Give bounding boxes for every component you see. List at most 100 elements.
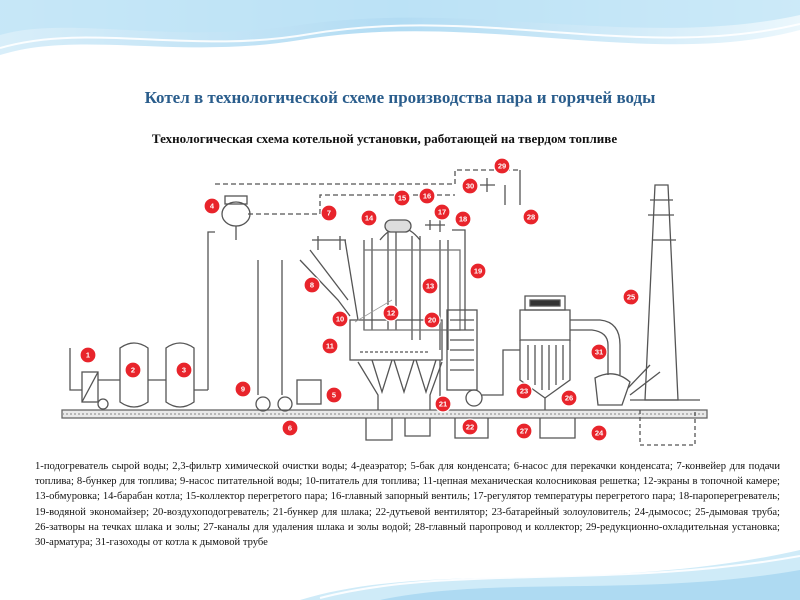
callout-circle	[360, 209, 378, 227]
callout-marker-2: 2	[124, 361, 142, 379]
callout-marker-24: 24	[590, 424, 608, 442]
callout-circle	[203, 197, 221, 215]
callout-marker-29: 29	[493, 157, 511, 175]
callout-marker-3: 3	[175, 361, 193, 379]
callout-circle	[325, 386, 343, 404]
callout-number: 9	[241, 385, 245, 394]
callout-marker-18: 18	[454, 210, 472, 228]
callout-number: 15	[398, 194, 406, 203]
callout-circle	[124, 361, 142, 379]
callout-number: 24	[595, 429, 604, 438]
callout-marker-14: 14	[360, 209, 378, 227]
callout-marker-8: 8	[303, 276, 321, 294]
callout-marker-15: 15	[393, 189, 411, 207]
callout-marker-5: 5	[325, 386, 343, 404]
callout-circle	[331, 310, 349, 328]
callout-marker-23: 23	[515, 382, 533, 400]
callout-number: 10	[336, 315, 344, 324]
callout-circle	[590, 343, 608, 361]
callout-marker-31: 31	[590, 343, 608, 361]
scheme-diagram	[62, 128, 707, 448]
callout-number: 22	[466, 423, 474, 432]
callout-circle	[421, 277, 439, 295]
callout-circle	[522, 208, 540, 226]
callout-number: 12	[387, 309, 395, 318]
callout-marker-19: 19	[469, 262, 487, 280]
callout-circle	[382, 304, 400, 322]
callout-number: 2	[131, 366, 135, 375]
callout-marker-17: 17	[433, 203, 451, 221]
callout-number: 23	[520, 387, 528, 396]
callout-number: 4	[210, 202, 215, 211]
callout-marker-7: 7	[320, 204, 338, 222]
callout-circle	[175, 361, 193, 379]
callout-circle	[461, 177, 479, 195]
callout-circle	[590, 424, 608, 442]
callout-number: 20	[428, 316, 436, 325]
callout-circle	[423, 311, 441, 329]
callout-circle	[434, 395, 452, 413]
callout-marker-27: 27	[515, 422, 533, 440]
callout-circle	[234, 380, 252, 398]
page-title: Котел в технологической схеме производст…	[144, 88, 656, 107]
callout-marker-16: 16	[418, 187, 436, 205]
callout-circle	[515, 422, 533, 440]
callout-circle	[454, 210, 472, 228]
callout-number: 11	[326, 342, 334, 351]
callout-circle	[433, 203, 451, 221]
callout-marker-25: 25	[622, 288, 640, 306]
callout-circle	[622, 288, 640, 306]
legend-caption: 1-подогреватель сырой воды; 2,3-фильтр х…	[35, 461, 780, 549]
callout-circle	[79, 346, 97, 364]
callout-number: 26	[565, 394, 573, 403]
callout-marker-21: 21	[434, 395, 452, 413]
diagram-subtitle: Технологическая схема котельной установк…	[151, 131, 618, 146]
callout-circle	[393, 189, 411, 207]
callout-number: 18	[459, 215, 467, 224]
callout-circle	[469, 262, 487, 280]
callout-number: 27	[520, 427, 528, 436]
callout-circle	[560, 389, 578, 407]
callout-marker-26: 26	[560, 389, 578, 407]
callout-number: 16	[423, 192, 431, 201]
callout-marker-13: 13	[421, 277, 439, 295]
callout-marker-30: 30	[461, 177, 479, 195]
callout-number: 8	[310, 281, 314, 290]
callout-marker-11: 11	[321, 337, 339, 355]
callout-number: 13	[426, 282, 434, 291]
callout-number: 7	[327, 209, 331, 218]
callout-number: 30	[466, 182, 474, 191]
callout-circle	[515, 382, 533, 400]
callout-number: 5	[332, 391, 336, 400]
callout-circle	[303, 276, 321, 294]
bottom-wave-decoration	[300, 550, 800, 600]
callout-number: 28	[527, 213, 535, 222]
callout-circle	[461, 418, 479, 436]
callout-circle	[418, 187, 436, 205]
callout-marker-6: 6	[281, 419, 299, 437]
callout-number: 17	[438, 208, 446, 217]
top-wave-decoration	[0, 0, 800, 55]
callout-marker-20: 20	[423, 311, 441, 329]
callout-number: 31	[595, 348, 603, 357]
callout-circle	[320, 204, 338, 222]
callout-number: 19	[474, 267, 482, 276]
callout-marker-12: 12	[382, 304, 400, 322]
callout-number: 25	[627, 293, 635, 302]
callout-marker-1: 1	[79, 346, 97, 364]
callout-number: 3	[182, 366, 186, 375]
callout-marker-9: 9	[234, 380, 252, 398]
callout-number: 1	[86, 351, 90, 360]
callout-marker-28: 28	[522, 208, 540, 226]
callout-number: 21	[439, 400, 447, 409]
callout-number: 14	[365, 214, 374, 223]
callout-circle	[321, 337, 339, 355]
callout-circle	[493, 157, 511, 175]
callout-marker-22: 22	[461, 418, 479, 436]
callout-marker-4: 4	[203, 197, 221, 215]
callout-number: 6	[288, 424, 292, 433]
callout-number: 29	[498, 162, 506, 171]
callout-circle	[281, 419, 299, 437]
